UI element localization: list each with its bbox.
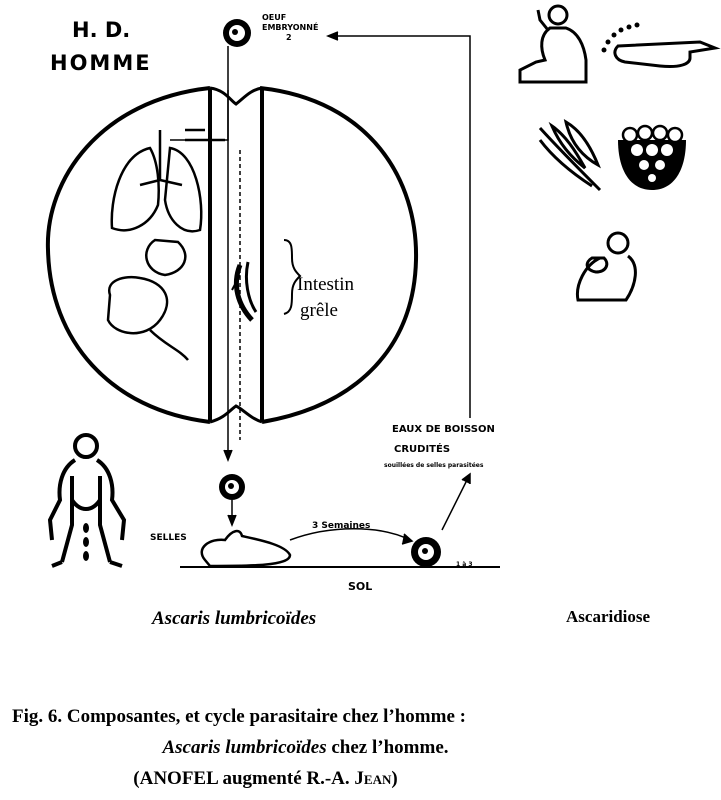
semaines-label: 3 Semaines [312,521,370,531]
oeuf-label-1: OEUF [262,13,286,22]
ascaris-cycle-diagram: H. D. HOMME Intestin grêle OEUF EMBRYONN… [45,4,721,629]
liver [106,276,169,335]
egg-stool-icon [219,474,245,500]
hieroglyph-squatting-man-icon [47,433,127,568]
disease-title: Ascaridiose [566,607,651,626]
caption-line-1-text: Fig. 6. Composantes, et cycle parasitair… [12,706,466,727]
eaux-label: EAUX DE BOISSON [392,424,495,435]
intestine-sketch [231,261,258,322]
intestin-label-2: grêle [300,300,338,321]
organs-sketch [106,128,225,361]
hieroglyph-basket-icon [618,124,686,190]
cycle-path-arrows [170,31,471,545]
intestin-bracket [283,239,302,315]
stool-shape [200,529,292,568]
small-num-label: 1 à 3 [456,561,473,568]
heart [145,238,187,277]
embryonated-egg-icon [223,19,251,47]
caption-source-end: ) [391,768,398,789]
souillees-label: souillées de selles parasitées [384,462,484,469]
caption-line-2: Ascaris lumbricoïdes chez l’homme. [0,737,666,759]
selles-label: SELLES [150,533,187,543]
hieroglyph-drinking-man-icon [575,231,637,302]
caption-source-author: Jean [354,768,392,789]
caption-line-3: (ANOFEL augmenté R.-A. Jean) [0,768,626,790]
caption-species: Ascaris lumbricoïdes [162,737,327,758]
hieroglyph-hand-dots-icon [601,22,721,68]
intestin-label-1: Intestin [297,274,354,295]
header-homme: HOMME [50,51,152,75]
oeuf-label-3: 2 [286,33,292,42]
left-lung [110,146,160,232]
caption-line-2-rest: chez l’homme. [326,737,449,758]
caption-source-start: (ANOFEL augmenté R.-A. [133,768,355,789]
egg-soil-icon [411,537,441,567]
human-body-circle [45,86,419,424]
hieroglyph-seated-man-icon [518,4,588,84]
header-hd: H. D. [72,18,130,42]
right-lung [163,146,203,233]
hieroglyph-plants-icon [538,119,602,192]
hieroglyph-stool-drops-icon [83,523,89,561]
sol-label: SOL [348,580,372,593]
caption-line-1: Fig. 6. Composantes, et cycle parasitair… [12,706,721,728]
oeuf-label-2: EMBRYONNÉ [262,21,318,32]
trachea [139,130,183,187]
species-title: Ascaris lumbricoïdes [151,608,316,629]
crudites-label: CRUDITÉS [394,442,450,455]
